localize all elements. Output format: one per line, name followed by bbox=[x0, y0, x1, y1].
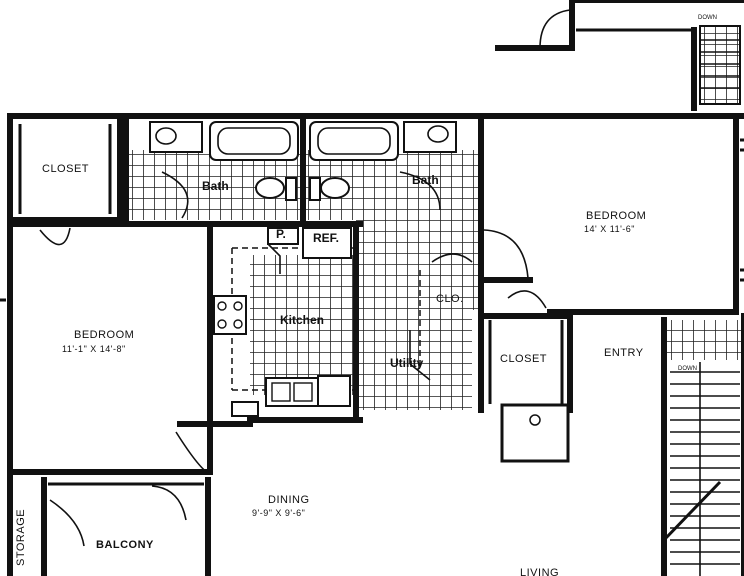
closet-top-left-label: CLOSET bbox=[42, 163, 89, 175]
kitchen-label: Kitchen bbox=[280, 313, 324, 327]
kitchen-fixtures bbox=[213, 227, 356, 417]
closet-small-label: CLO. bbox=[436, 293, 464, 305]
right-stairs bbox=[662, 362, 740, 576]
down-right-label: DOWN bbox=[678, 366, 697, 372]
bath-fixtures bbox=[149, 121, 457, 201]
walls bbox=[7, 113, 744, 576]
door-swings bbox=[39, 171, 547, 547]
upper-stair-area bbox=[495, 0, 744, 111]
windows bbox=[0, 138, 744, 302]
bedroom-left-label: BEDROOM bbox=[74, 329, 134, 341]
utility-label: Utility bbox=[390, 356, 424, 370]
entry-label: ENTRY bbox=[604, 347, 644, 359]
bedroom-left-dimensions: 11'-1" X 14'-8" bbox=[62, 344, 126, 354]
down-top-label: DOWN bbox=[698, 15, 717, 21]
bath-left-label: Bath bbox=[202, 179, 229, 193]
living-label: LIVING bbox=[520, 567, 559, 576]
dining-label: DINING bbox=[268, 494, 310, 506]
bedroom-right-label: BEDROOM bbox=[586, 210, 646, 222]
refrigerator-label: REF. bbox=[313, 231, 339, 245]
balcony-label: BALCONY bbox=[96, 539, 154, 551]
dining-dimensions: 9'-9" X 9'-6" bbox=[252, 508, 305, 518]
pantry-label: P. bbox=[276, 227, 286, 241]
room-labels: CLOSET Bath Bath BEDROOM 14' X 11'-6" P.… bbox=[15, 15, 717, 576]
bedroom-right-dimensions: 14' X 11'-6" bbox=[584, 224, 635, 234]
storage-label: STORAGE bbox=[15, 509, 27, 566]
tile-floors bbox=[126, 150, 744, 410]
closet-center-label: CLOSET bbox=[500, 353, 547, 365]
bath-right-label: Bath bbox=[412, 173, 439, 187]
